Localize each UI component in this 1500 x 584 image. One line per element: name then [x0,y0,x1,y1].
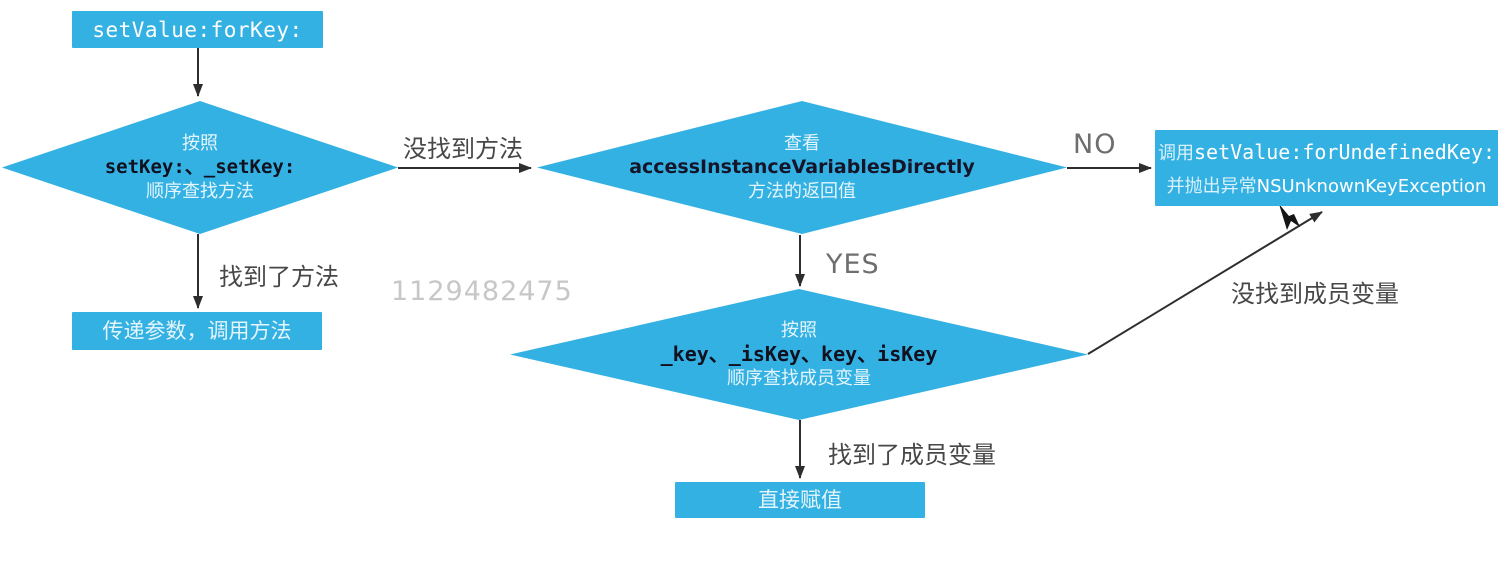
access-line3: 方法的返回值 [748,181,856,202]
find-method-line1: 按照 [182,133,218,154]
edge-label-method-found: 找到了方法 [219,263,339,291]
assign-node: 直接赋值 [675,482,925,518]
arrow-find-ivar-to-exception [1087,211,1323,355]
assign-label: 直接赋值 [758,487,842,512]
access-line1: 查看 [784,133,820,154]
find-method-line3: 顺序查找方法 [146,181,254,202]
watermark-text: 1129482475 [391,276,573,307]
start-node: setValue:forKey: [72,11,323,48]
edge-label-method-not-found: 没找到方法 [403,135,523,163]
undefined-key-line1-zh: 调用 [1157,142,1194,164]
edge-label-yes: YES [826,249,880,280]
edge-label-ivar-not-found: 没找到成员变量 [1231,280,1399,308]
find-ivar-line3: 顺序查找成员变量 [727,368,871,389]
undefined-key-line2-code: NSUnknownKeyException [1256,175,1487,197]
call-method-label: 传递参数，调用方法 [102,318,292,343]
edge-label-ivar-found: 找到了成员变量 [828,441,996,469]
start-node-label: setValue:forKey: [92,17,303,42]
find-ivar-line2: _key、_isKey、key、isKey [660,342,938,366]
access-line2: accessInstanceVariablesDirectly [629,156,975,178]
call-method-node: 传递参数，调用方法 [72,312,322,350]
find-method-line2: setKey:、_setKey: [104,156,296,178]
edge-label-no: NO [1073,129,1117,160]
find-ivar-line1: 按照 [781,320,817,341]
mouse-cursor-icon [1279,204,1300,230]
undefined-key-line2-zh: 并抛出异常 [1166,175,1257,197]
undefined-key-line1-code: setValue:forUndefinedKey: [1193,139,1496,164]
